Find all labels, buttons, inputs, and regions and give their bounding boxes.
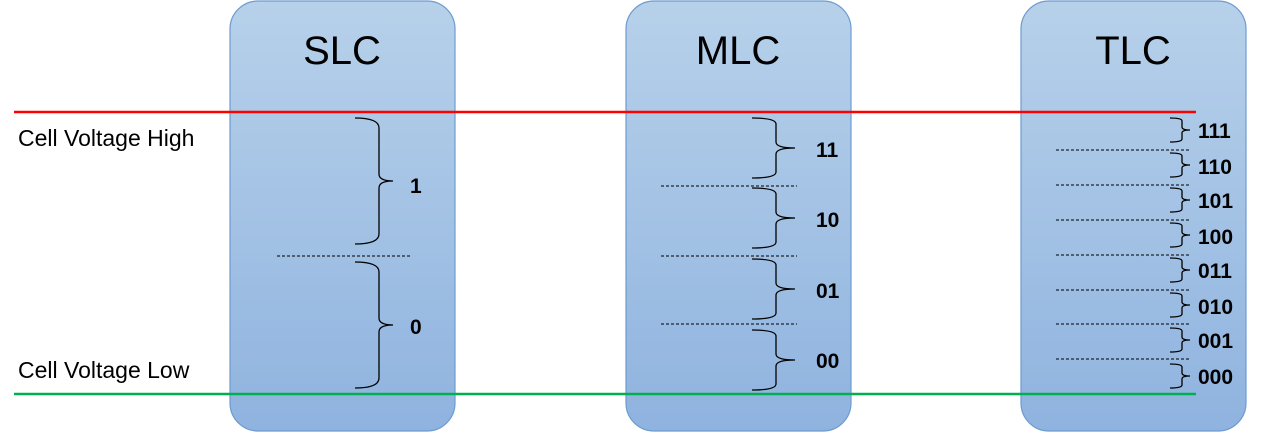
brace (751, 187, 796, 249)
brace (1169, 117, 1191, 143)
state-label: 11 (816, 139, 839, 162)
brace (354, 261, 394, 389)
state-label: 000 (1198, 366, 1233, 389)
slc-panel (229, 0, 456, 432)
state-label: 011 (1198, 260, 1232, 283)
brace (751, 117, 796, 179)
brace (354, 117, 394, 245)
state-label: 001 (1198, 330, 1233, 353)
state-label: 00 (816, 350, 839, 373)
slc-states: 1 0 (277, 117, 422, 389)
voltage-low-label: Cell Voltage Low (18, 357, 190, 383)
brace (1169, 187, 1191, 213)
state-label: 110 (1198, 156, 1232, 179)
brace (1169, 257, 1191, 283)
state-label: 111 (1198, 120, 1231, 143)
slc-title: SLC (303, 29, 381, 73)
brace (1169, 363, 1191, 389)
tlc-states: 111 110 101 100 011 010 001 000 (1056, 117, 1233, 389)
brace (751, 329, 796, 391)
mlc-title: MLC (696, 29, 780, 73)
state-label: 10 (816, 209, 839, 232)
mlc-states: 11 10 01 00 (661, 117, 840, 391)
state-label: 01 (816, 280, 840, 303)
brace (1169, 152, 1191, 178)
state-label: 100 (1198, 226, 1233, 249)
tlc-title: TLC (1095, 29, 1171, 73)
state-label: 1 (410, 175, 422, 198)
state-label: 0 (410, 316, 422, 339)
voltage-high-label: Cell Voltage High (18, 125, 194, 151)
state-label: 101 (1198, 190, 1233, 213)
brace (751, 258, 796, 320)
state-label: 010 (1198, 296, 1233, 319)
brace (1169, 327, 1191, 353)
brace (1169, 292, 1191, 318)
slc-column: SLC (229, 0, 456, 432)
brace (1169, 222, 1191, 248)
